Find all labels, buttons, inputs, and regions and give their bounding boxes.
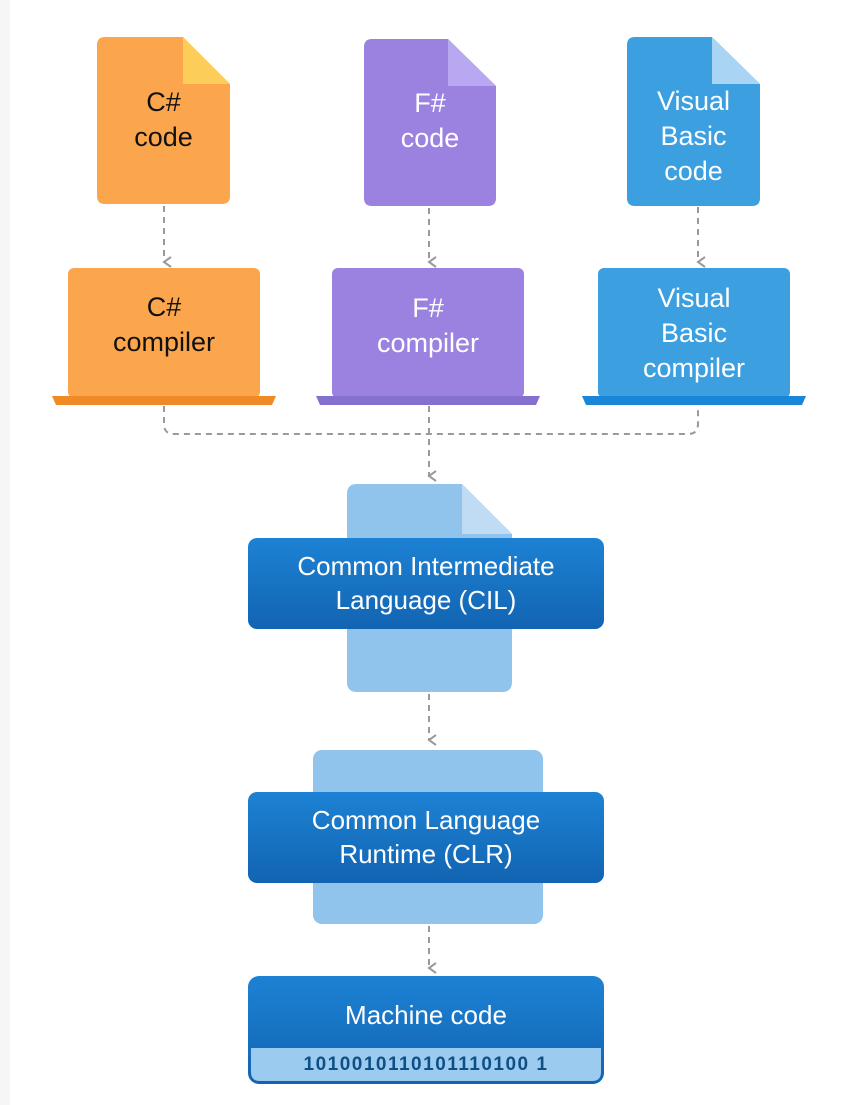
csharp-code-file-body (97, 37, 230, 204)
vb-compiler-base (582, 396, 806, 405)
cil-node (248, 484, 604, 692)
csharp-code-file-fold (183, 37, 230, 84)
connector-compilers-merge (163, 406, 699, 435)
vb-code-file-body (627, 37, 760, 206)
clr-box (248, 792, 604, 883)
fsharp-compiler (316, 268, 540, 405)
connectors (162, 206, 706, 974)
clr-node (248, 750, 604, 924)
vb-code-file-fold (712, 37, 760, 84)
csharp-compiler-base (52, 396, 276, 405)
csharp-compiler (52, 268, 276, 405)
fsharp-code-file-fold (448, 39, 496, 86)
csharp-compiler-screen (68, 268, 260, 398)
fsharp-code-file-body (364, 39, 496, 206)
csharp-code-file (97, 37, 230, 204)
diagram-svg (52, 37, 806, 1084)
machine-code-node (248, 976, 604, 1084)
vb-compiler (582, 268, 806, 405)
machine-code-bits-strip (251, 1048, 601, 1081)
fsharp-compiler-screen (332, 268, 524, 398)
vb-compiler-screen (598, 268, 790, 398)
cil-document-fold (462, 484, 512, 534)
fsharp-compiler-base (316, 396, 540, 405)
cil-box (248, 538, 604, 629)
fsharp-code-file (364, 39, 496, 206)
vb-code-file (627, 37, 760, 206)
diagram-canvas: C# code F# code Visual Basic code C# com… (10, 0, 846, 1105)
